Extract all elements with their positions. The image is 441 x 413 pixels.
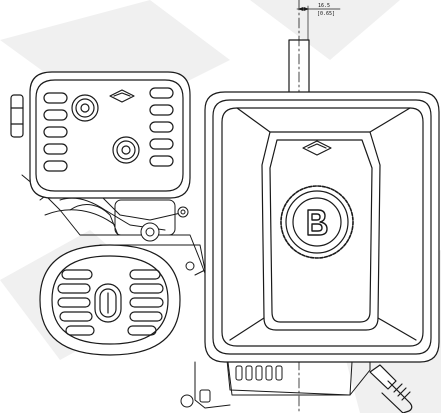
b-emblem-icon [307,209,328,236]
head-bolt-upper [71,94,99,122]
base-vents [235,365,283,381]
dimension-alt: [0.65] [317,11,335,17]
fuel-line-fitting [369,364,413,413]
engine-body [21,174,371,396]
briggs-ribbon-icon [109,89,135,103]
muffler [39,244,181,356]
cylinder-head-cover [29,71,191,199]
dimension-value: 16.5 [318,3,330,9]
muffler-slots-right [127,269,164,336]
briggs-ribbon-icon [302,140,332,156]
muffler-outlet [94,283,122,323]
dimension-marker [296,5,341,41]
engine-base [180,361,353,409]
fuel-cap [280,185,354,259]
cooling-slots-right [149,87,174,167]
muffler-slots-left [57,269,95,336]
fuel-tank [204,91,440,363]
cooling-slots-left [43,92,68,172]
left-fitting [10,94,24,138]
head-bolt-lower [112,136,140,164]
